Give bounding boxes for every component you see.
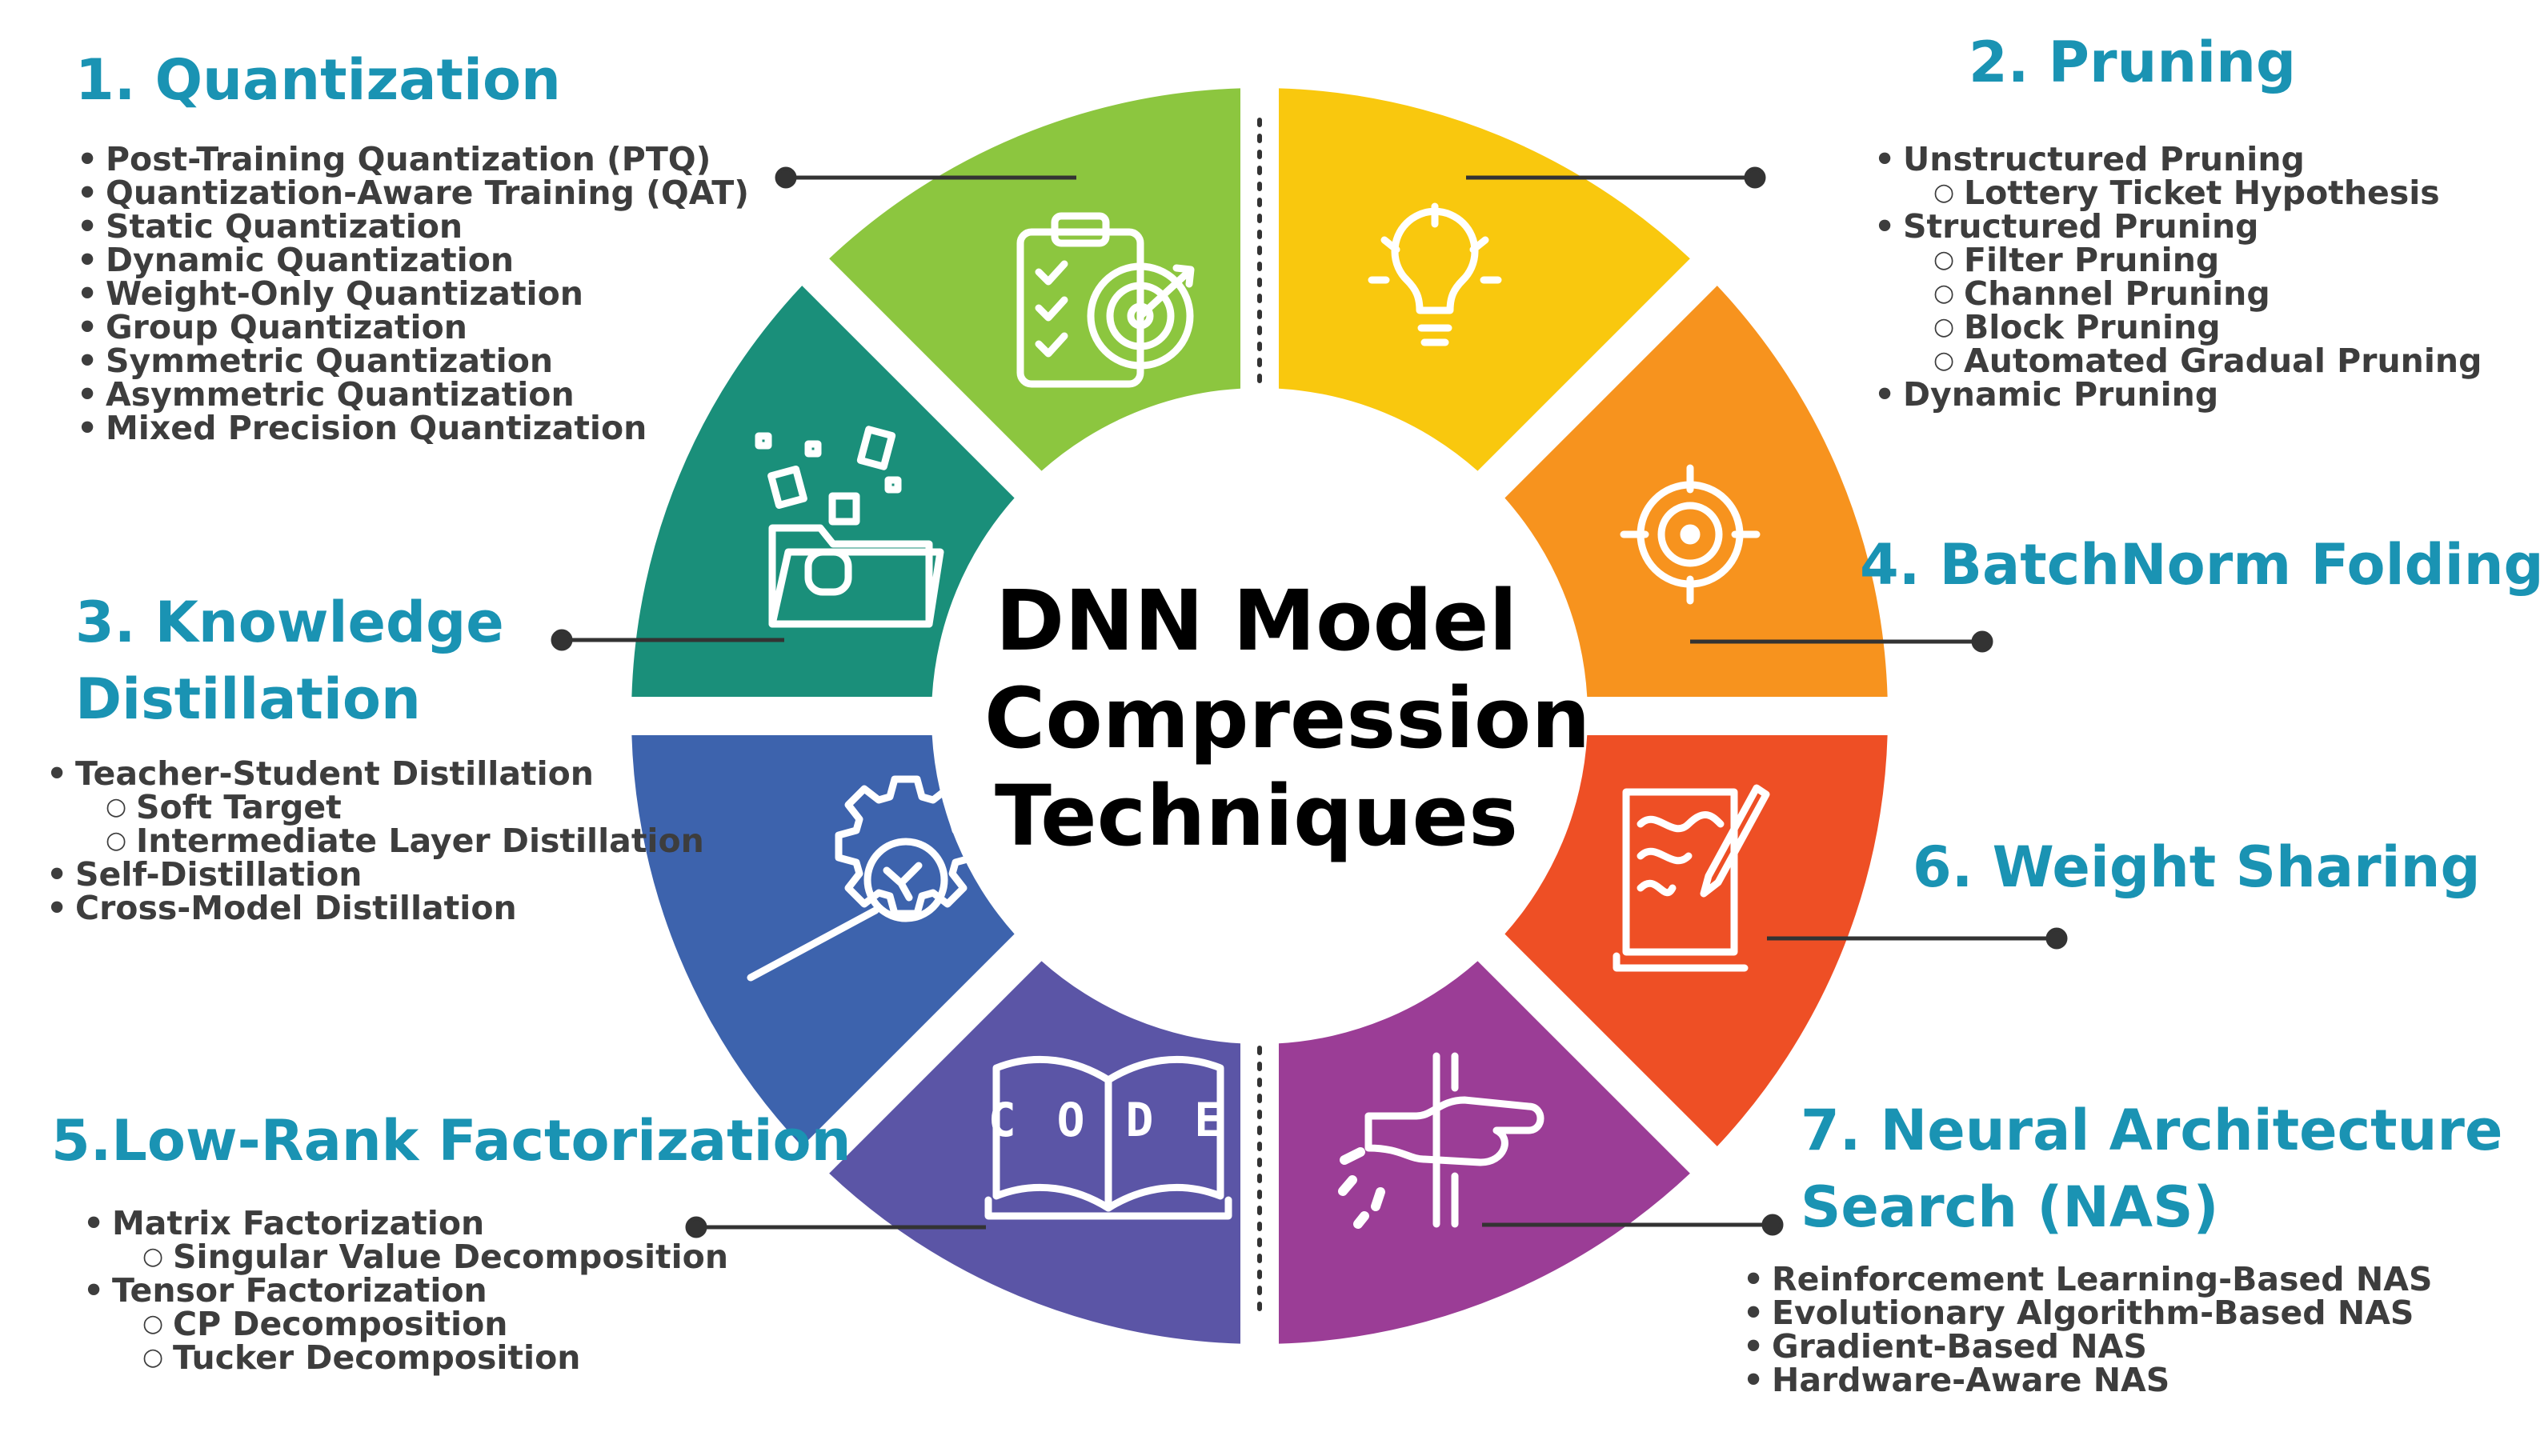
list-item: Evolutionary Algorithm-Based NAS [1741, 1296, 2433, 1330]
folder-files-icon [755, 426, 944, 628]
list-item: Intermediate Layer Distillation [45, 824, 704, 858]
list-item: Reinforcement Learning-Based NAS [1741, 1262, 2433, 1296]
heading-quantization: 1. Quantization [75, 47, 561, 113]
list-item: Symmetric Quantization [75, 344, 749, 378]
list-item: Cross-Model Distillation [45, 891, 704, 925]
list-item: Singular Value Decomposition [82, 1240, 728, 1274]
heading-low-rank: 5.Low-Rank Factorization [51, 1108, 851, 1174]
list-item: Automated Gradual Pruning [1873, 344, 2482, 378]
list-item: Dynamic Pruning [1873, 378, 2482, 411]
connector-dot-quantization [775, 166, 797, 189]
list-item: Matrix Factorization [82, 1206, 728, 1240]
heading-nas-1: 7. Neural Architecture [1801, 1098, 2503, 1163]
list-item: Block Pruning [1873, 310, 2482, 344]
lightbulb-icon [1368, 202, 1502, 346]
center-title-line2: Compression [984, 670, 1591, 767]
list-item: Structured Pruning [1873, 210, 2482, 243]
list-item: Soft Target [45, 790, 704, 824]
list-knowledge-distillation: Teacher-Student DistillationSoft TargetI… [45, 757, 704, 925]
gear-search-icon [747, 775, 977, 982]
connector-dot-pruning [1744, 166, 1766, 189]
list-item: Tucker Decomposition [82, 1341, 728, 1374]
connector-dot-batchnorm [1971, 630, 1993, 653]
code-book-label: C O D E [988, 1093, 1228, 1147]
heading-batchnorm-folding: 4. BatchNorm Folding [1860, 532, 2544, 598]
segment-nas [1278, 961, 1690, 1344]
list-item: Self-Distillation [45, 858, 704, 891]
heading-weight-sharing: 6. Weight Sharing [1913, 834, 2481, 900]
hand-breaking-wall-icon [1338, 1052, 1544, 1229]
crosshair-icon [1620, 464, 1761, 605]
list-item: Group Quantization [75, 310, 749, 344]
center-title-line3: Techniques [995, 767, 1518, 865]
segment-batchnorm-folding [1504, 286, 1888, 698]
list-nas: Reinforcement Learning-Based NASEvolutio… [1741, 1262, 2433, 1397]
list-item: Static Quantization [75, 210, 749, 243]
list-item: Teacher-Student Distillation [45, 757, 704, 790]
list-item: Dynamic Quantization [75, 243, 749, 277]
heading-knowledge-distillation-1: 3. Knowledge [75, 590, 504, 655]
list-item: Asymmetric Quantization [75, 378, 749, 411]
list-item: Weight-Only Quantization [75, 277, 749, 310]
list-item: Tensor Factorization [82, 1274, 728, 1307]
code-book-icon [984, 1055, 1232, 1220]
notebook-pen-icon [1613, 784, 1770, 972]
list-item: CP Decomposition [82, 1307, 728, 1341]
heading-nas-2: Search (NAS) [1801, 1174, 2219, 1240]
heading-pruning: 2. Pruning [1969, 30, 2297, 95]
list-low-rank: Matrix FactorizationSingular Value Decom… [82, 1206, 728, 1374]
list-item: Hardware-Aware NAS [1741, 1363, 2433, 1397]
list-item: Mixed Precision Quantization [75, 411, 749, 445]
list-item: Post-Training Quantization (PTQ) [75, 142, 749, 176]
list-item: Gradient-Based NAS [1741, 1330, 2433, 1363]
list-quantization: Post-Training Quantization (PTQ)Quantiza… [75, 142, 749, 445]
segment-weight-sharing [1504, 734, 1888, 1146]
heading-knowledge-distillation-2: Distillation [75, 666, 421, 732]
center-title-line1: DNN Model [995, 572, 1518, 670]
clipboard-target-icon [1016, 212, 1195, 388]
connector-dot-weight-sharing [2045, 927, 2068, 950]
list-item: Quantization-Aware Training (QAT) [75, 176, 749, 210]
center-title: DNN Model Compression Techniques [984, 572, 1591, 865]
list-pruning: Unstructured PruningLottery Ticket Hypot… [1873, 142, 2482, 411]
list-item: Lottery Ticket Hypothesis [1873, 176, 2482, 210]
connector-dot-nas [1761, 1214, 1784, 1236]
segment-low-rank [829, 961, 1241, 1344]
list-item: Filter Pruning [1873, 243, 2482, 277]
list-item: Unstructured Pruning [1873, 142, 2482, 176]
connector-dot-knowledge [551, 629, 573, 651]
list-item: Channel Pruning [1873, 277, 2482, 310]
